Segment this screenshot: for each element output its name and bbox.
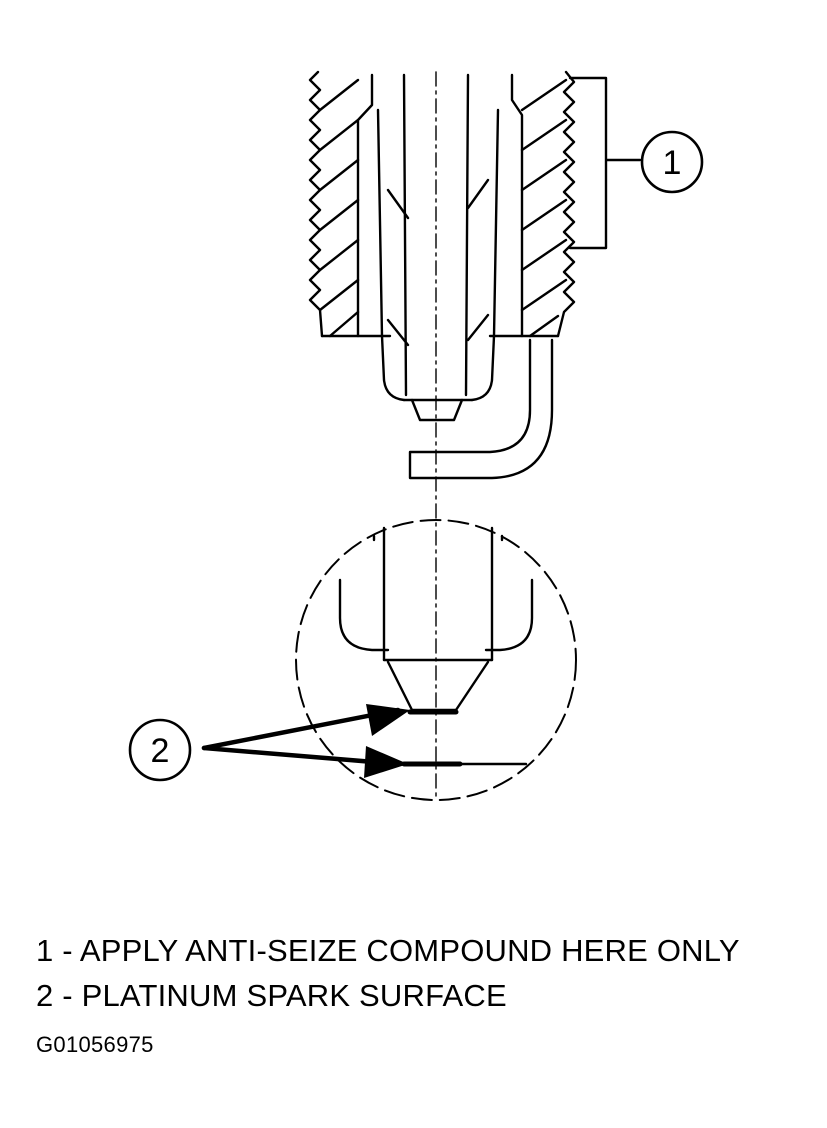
insulator-nose [376,108,500,402]
insulator-taper-lines [386,178,490,347]
right-thread-hatching [520,78,568,338]
callout-2-number: 2 [151,732,170,770]
detail-electrode-tip [386,660,490,712]
center-electrode [402,73,470,397]
legend-item-1: 1 - APPLY ANTI-SEIZE COMPOUND HERE ONLY [36,933,740,968]
left-thread-hatching [318,78,360,338]
legend: 1 - APPLY ANTI-SEIZE COMPOUND HERE ONLY … [36,928,740,1018]
ground-electrode [408,338,554,480]
legend-item-2: 2 - PLATINUM SPARK SURFACE [36,978,507,1013]
center-electrode-tip [410,398,464,422]
right-thread-profile [556,70,576,338]
spark-plug-diagram: 1 2 [128,70,704,801]
arrowhead-upper [366,704,410,736]
callout-1-circle [640,130,704,194]
callout-1-number: 1 [663,144,682,182]
detail-ground-electrode [338,578,534,652]
detail-circle [295,519,577,801]
callout-2-circle [128,718,192,782]
arrowhead-lower [364,746,408,778]
callout-2-arrow-upper [201,707,401,751]
left-thread-profile [308,70,324,338]
detail-center-electrode [372,526,504,662]
figure-id: G01056975 [36,1032,154,1057]
shell-inner-bore [356,73,524,338]
callout-1-bracket [568,76,642,250]
